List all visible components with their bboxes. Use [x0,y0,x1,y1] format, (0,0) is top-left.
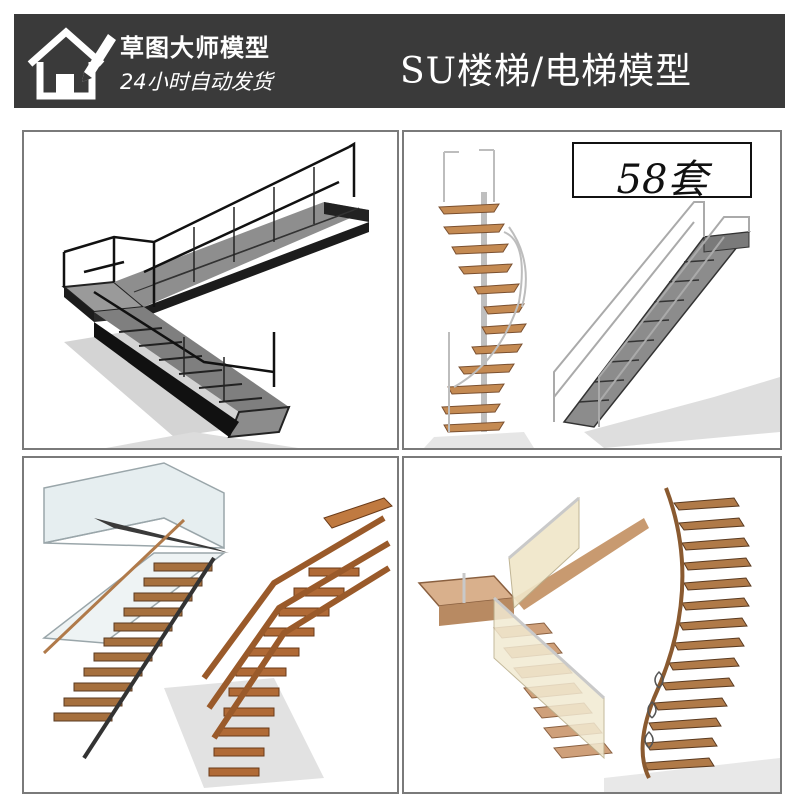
brand-banner [14,14,785,108]
stair-panel-top-left [22,130,399,450]
brand-subtitle: 24小时自动发货 [120,70,273,94]
page-title: SU楼梯/电梯模型 [400,51,693,92]
spiral-and-steel-stair-illustration [424,149,780,448]
header-bar: 草图大师模型 24小时自动发货 SU楼梯/电梯模型 [0,0,800,118]
brand-title: 草图大师模型 [120,34,270,62]
count-badge-text: 58套 [616,157,708,203]
stair-panel-bottom-left [22,456,399,794]
count-badge: 58套 [572,142,752,203]
glass-landing-and-curved-stair-illustration [417,487,780,792]
stair-panel-top-right: 58套 [402,130,782,450]
glass-and-wood-stair-illustration [42,462,393,788]
stair-panel-bottom-right [402,456,782,794]
house-pencil-logo-icon [27,27,116,100]
black-metal-stair-illustration [61,141,369,448]
